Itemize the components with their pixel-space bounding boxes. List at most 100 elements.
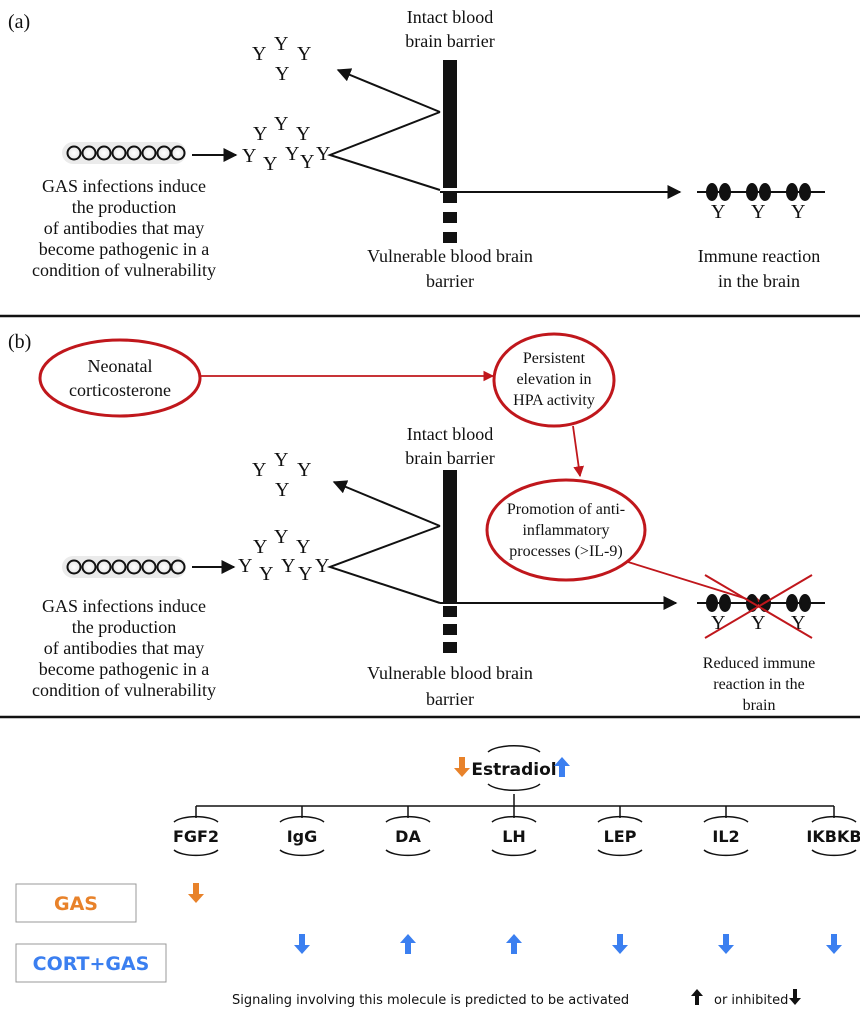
antibody-icon: Y [297,459,311,481]
antibody-icon: Y [275,63,289,85]
antibody-icon: Y [274,33,288,55]
arrow-blocked-a [336,68,441,113]
molecule-label: IKBKB [806,827,860,846]
effect-up-arrow-icon [506,934,522,954]
molecule-node-ikbkb: IKBKB [806,806,860,857]
antibody-icon: Y [259,563,273,585]
svg-text:Y: Y [751,201,765,223]
molecule-node-da: DA [385,806,431,857]
legend-or-text: or inhibited [714,993,788,1008]
molecule-node-lh: LH [491,806,537,857]
row-label-cort-gas: CORT+GAS [15,943,167,983]
antibody-icon: Y [296,123,310,145]
antibody-icon: Y [253,536,267,558]
molecule-node-il2: IL2 [703,806,749,857]
anti-inflammatory-node [485,478,647,582]
svg-text:Y: Y [791,201,805,223]
svg-text:Y: Y [711,201,725,223]
intact-barrier-a [443,60,457,188]
legend-up-arrow-icon [691,989,703,1005]
antibody-icon: Y [285,143,299,165]
row-label-text: GAS [54,893,98,915]
antibody-cluster-top-b: Y Y Y Y [252,449,311,501]
antibody-icon: Y [252,459,266,481]
effect-down-arrow-icon [718,934,734,954]
molecule-node-igg: IgG [279,806,325,857]
antibody-icon: Y [274,526,288,548]
molecule-label: LEP [604,827,637,846]
intact-barrier-b [443,470,457,602]
panel-b-label: (b) [8,331,31,353]
gas-bacteria-chain-b [62,556,186,578]
molecule-node-lep: LEP [597,806,643,857]
antibody-cluster-a: Y Y Y Y Y Y Y Y [242,113,330,175]
antibody-icon: Y [274,113,288,135]
antibody-icon: Y [296,536,310,558]
molecule-label: FGF2 [173,827,219,846]
neonatal-corticosterone-node [38,338,202,418]
antibody-icon: Y [281,555,295,577]
branch-lines-a [327,111,441,191]
effect-down-arrow-icon [188,883,204,903]
antibody-icon: Y [252,43,266,65]
antibody-icon: Y [263,153,277,175]
antibody-icon: Y [315,555,329,577]
immune-reaction-icon-a [697,183,825,201]
molecule-node-fgf2: FGF2 [173,806,219,857]
legend: Signaling involving this molecule is pre… [232,989,801,1008]
panel-a: (a) Y Y Y Y Y Y Y Y Y Y Y Y [8,7,825,291]
gas-bacteria-chain-a [62,142,186,164]
legend-down-arrow-icon [789,989,801,1005]
legend-text: Signaling involving this molecule is pre… [232,993,629,1008]
antibody-icon: Y [300,151,314,173]
vulnerable-barrier-b [443,606,457,653]
antibody-icon: Y [275,479,289,501]
antibody-icon: Y [242,145,256,167]
arrow-blocked-b [332,480,441,527]
effect-down-arrow-icon [294,934,310,954]
panel-a-label: (a) [8,11,30,33]
molecule-label: IgG [287,827,318,846]
molecule-label: IL2 [712,827,739,846]
arrow-hpa-to-anti-inflammatory [572,425,585,478]
estradiol-up-arrow-icon [554,757,570,777]
antibody-cluster-b: Y Y Y Y Y Y Y Y [238,526,329,585]
antibody-icon: Y [297,43,311,65]
antibody-cluster-top-a: Y Y Y Y [252,33,311,85]
antibody-icon: Y [298,563,312,585]
effect-down-arrow-icon [826,934,842,954]
molecule-label: LH [502,827,526,846]
antibody-icon: Y [274,449,288,471]
root-node-estradiol: Estradiol [471,744,557,792]
antibody-icon: Y [316,143,330,165]
inhibition-cross-icon [704,574,813,639]
effect-up-arrow-icon [400,934,416,954]
vulnerable-barrier-a [443,192,457,243]
panel-c: Estradiol FGF2 IgG DA LH LEP IL2 IKBKB GAS CORT… [15,744,860,1008]
effect-down-arrow-icon [612,934,628,954]
estradiol-down-arrow-icon [454,757,470,777]
root-label: Estradiol [471,760,556,780]
svg-text:Y: Y [751,612,765,634]
branch-lines-b [326,525,441,604]
molecule-label: DA [395,827,421,846]
row-label-gas: GAS [15,883,137,923]
antibody-icon: Y [238,555,252,577]
antibody-icon: Y [253,123,267,145]
row-label-text: CORT+GAS [33,953,150,975]
